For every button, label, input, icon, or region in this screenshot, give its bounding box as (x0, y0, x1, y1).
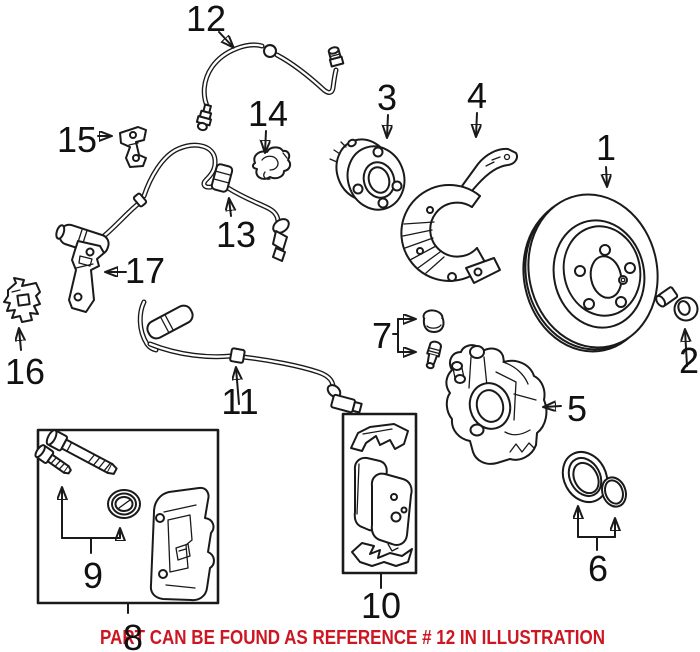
brake-pad-set-box (341, 412, 418, 575)
brake-pad-outer (370, 472, 413, 546)
callout-2: 2 (679, 340, 699, 381)
pad-clip-top (350, 423, 409, 452)
callout-11: 11 (221, 381, 258, 422)
callout-4-arrow (476, 112, 477, 136)
pad-wear-sensor (137, 299, 363, 414)
wheel-hub (329, 138, 406, 211)
callout-3-arrow (387, 114, 388, 137)
bleeder-screw-and-cap (422, 309, 445, 370)
guide-pin-bolt-short (34, 444, 72, 475)
caliper-carrier-bracket (149, 486, 215, 602)
clip-bracket-16 (3, 277, 41, 323)
callout-12: 12 (186, 0, 226, 39)
callout-1: 1 (596, 127, 616, 168)
splash-shield (400, 147, 518, 284)
callout-13-arrow (229, 199, 231, 217)
callout-arrows (19, 31, 687, 614)
brake-hose (195, 42, 345, 132)
callout-7: 7 (372, 315, 392, 356)
callout-5-arrow (544, 406, 562, 407)
sensor-bracket-15 (119, 126, 147, 168)
callout-4: 4 (467, 75, 487, 116)
retaining-clip-14 (251, 146, 292, 180)
abs-speed-sensor (55, 142, 290, 262)
callout-1-arrow (606, 166, 607, 186)
callout-15: 15 (57, 119, 97, 160)
callout-14-arrow (265, 130, 266, 152)
callout-10: 10 (361, 585, 401, 626)
callout-11-arrow (236, 368, 239, 405)
rotor-set-screw (655, 286, 699, 322)
pad-clip-bottom (351, 542, 413, 567)
callout-9: 9 (83, 555, 103, 596)
callout-6: 6 (588, 548, 608, 589)
brake-rotor (522, 193, 659, 353)
callout-5: 5 (567, 388, 587, 429)
callout-2-arrow (685, 330, 687, 367)
callout-3: 3 (377, 77, 397, 118)
bracket-17 (68, 240, 105, 313)
guide-pin-bolt-long (45, 429, 118, 475)
guide-pin-boot (107, 489, 141, 519)
caliper-seal-rings (561, 451, 627, 508)
callout-13: 13 (216, 214, 256, 255)
callout-16-arrow (19, 329, 21, 351)
caliper-carrier-kit-box (34, 428, 220, 605)
callout-14: 14 (248, 93, 288, 134)
callout-12-arrow (218, 31, 233, 47)
callout-6-bracket (578, 507, 615, 551)
callout-7-bracket (392, 319, 415, 352)
callout-9-bracket (62, 488, 120, 554)
callout-labels: 1 2 3 4 5 6 7 8 9 10 11 12 13 14 15 16 1… (5, 0, 699, 652)
brake-caliper (445, 344, 548, 465)
callout-17: 17 (125, 250, 165, 291)
reference-notice: PART CAN BE FOUND AS REFERENCE # 12 IN I… (100, 627, 605, 649)
callout-16: 16 (5, 351, 45, 392)
callout-8: 8 (123, 617, 143, 652)
